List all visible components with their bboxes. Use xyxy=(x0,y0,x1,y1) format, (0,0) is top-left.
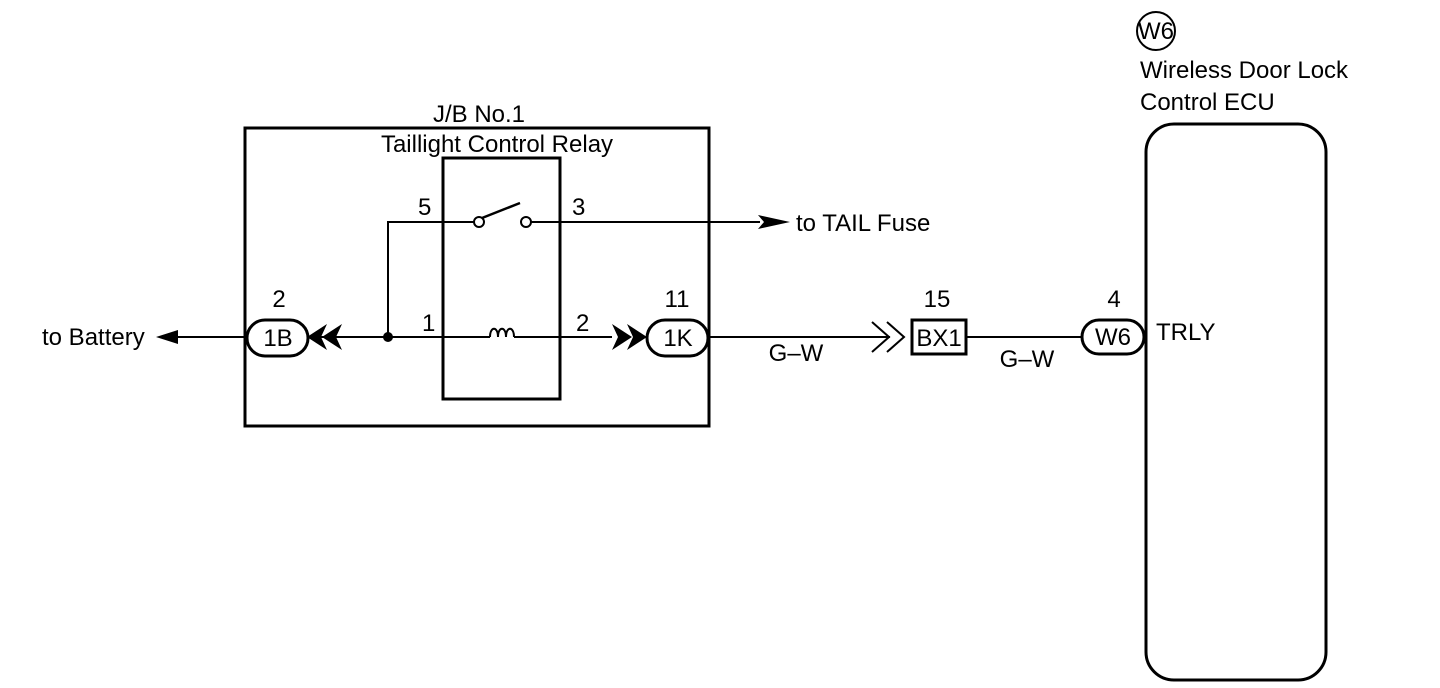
ecu-name-line2: Control ECU xyxy=(1140,89,1275,116)
relay-name: Taillight Control Relay xyxy=(381,131,613,158)
tail-fuse-arrow-icon xyxy=(758,215,790,229)
connector-w6-outline xyxy=(1080,318,1146,356)
switch-contact-right xyxy=(520,216,532,228)
relay-pin3-label: 3 xyxy=(572,194,585,221)
ecu-code-circle xyxy=(1136,11,1176,51)
relay-pin5-label: 5 xyxy=(418,194,431,221)
battery-label: to Battery xyxy=(42,324,145,351)
connector-bx1-code: BX1 xyxy=(916,325,961,352)
bx1-chevron-right-icon xyxy=(886,321,906,353)
junction-block-outline xyxy=(243,126,711,428)
connector-1k-arrow-icon xyxy=(612,324,647,350)
relay-pin2-label: 2 xyxy=(576,310,589,337)
junction-block: J/B No.1 Taillight Control Relay 5 3 1 2… xyxy=(243,101,760,428)
ecu-terminal-name: TRLY xyxy=(1156,319,1216,346)
pin5-wire xyxy=(387,221,474,337)
bx1-chevron-left-icon xyxy=(871,321,891,353)
ecu-block: W6 Wireless Door Lock Control ECU TRLY xyxy=(1136,11,1349,682)
connector-w6-code: W6 xyxy=(1095,324,1131,351)
connector-1b-arrow-icon xyxy=(307,324,342,350)
tail-fuse-label: to TAIL Fuse xyxy=(796,210,930,237)
connector-1k-code: 1K xyxy=(663,325,692,352)
switch-blade xyxy=(481,201,521,220)
junction-block-name: J/B No.1 xyxy=(433,101,525,128)
connector-1b-code: 1B xyxy=(263,325,292,352)
wire-color-a: G–W xyxy=(769,340,824,367)
connector-w6-pin: 4 xyxy=(1107,286,1120,313)
ecu-body xyxy=(1144,122,1328,682)
battery-arrow-icon xyxy=(156,330,178,344)
relay-box xyxy=(441,156,562,401)
connector-1b-pin: 2 xyxy=(272,286,285,313)
coil-icon xyxy=(489,327,515,338)
splice-dot xyxy=(383,332,393,342)
wire-color-b: G–W xyxy=(1000,346,1055,373)
connector-bx1-pin: 15 xyxy=(924,286,951,313)
ecu-code: W6 xyxy=(1138,18,1174,45)
relay-pin1-label: 1 xyxy=(422,310,435,337)
ecu-name-line1: Wireless Door Lock xyxy=(1140,57,1349,84)
connector-1k-pin: 11 xyxy=(665,286,690,313)
